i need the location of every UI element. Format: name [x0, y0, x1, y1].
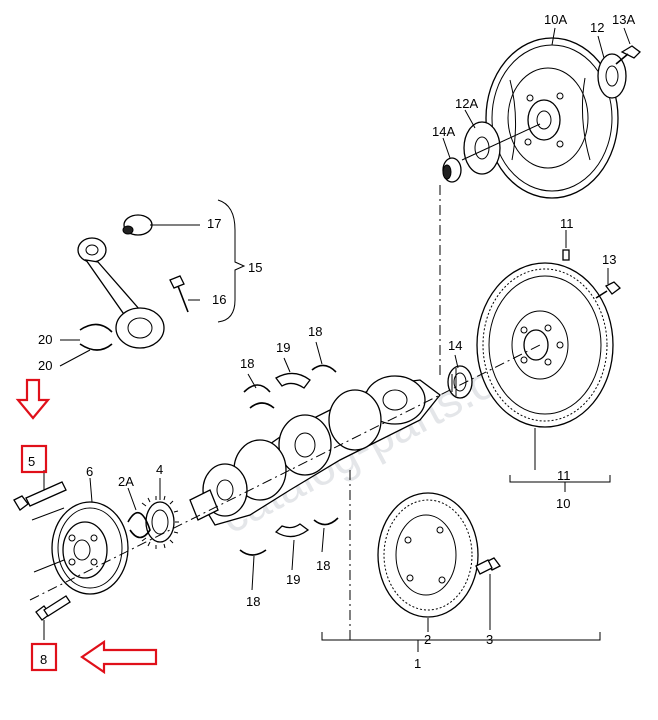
bush-17 — [122, 214, 153, 236]
label-19-bottom: 19 — [286, 572, 300, 587]
label-20-upper: 20 — [38, 332, 52, 347]
label-2a: 2A — [118, 474, 134, 489]
label-8: 8 — [40, 652, 47, 667]
label-19-top: 19 — [276, 340, 290, 355]
bearing-shell-19-upper — [275, 372, 311, 389]
arrow-left-icon — [80, 639, 158, 675]
label-12a: 12A — [455, 96, 478, 111]
label-18-bottom-right: 18 — [316, 558, 330, 573]
thrust-washer-18-c — [239, 549, 267, 556]
label-1: 1 — [414, 656, 421, 671]
part-labels: 10A 12 13A 12A 14A 17 11 15 13 16 20 20 … — [28, 12, 635, 671]
bolt-13 — [595, 281, 621, 299]
bush-14a — [442, 157, 462, 183]
label-16: 16 — [212, 292, 226, 307]
highlight-box-5 — [20, 444, 48, 474]
drive-plate-10a — [485, 37, 619, 199]
label-10: 10 — [556, 496, 570, 511]
bolt-3 — [475, 557, 501, 575]
label-11-bottom: 11 — [557, 468, 571, 483]
shim-12 — [597, 53, 627, 99]
arrow-down-icon — [15, 378, 51, 420]
thrust-washer-18-a2 — [249, 402, 275, 409]
label-18-bottom-left: 18 — [246, 594, 260, 609]
bracket-15 — [217, 199, 246, 323]
label-12: 12 — [590, 20, 604, 35]
label-4: 4 — [156, 462, 163, 477]
label-18-top-left: 18 — [240, 356, 254, 371]
crank-sprocket — [141, 495, 179, 549]
highlight-box-8 — [30, 642, 58, 672]
label-13a: 13A — [612, 12, 635, 27]
thrust-washer-18-a — [243, 384, 271, 393]
label-2: 2 — [424, 632, 431, 647]
bearing-shell-19-lower — [274, 523, 310, 538]
thrust-washer-18-b — [311, 364, 337, 373]
label-11-top: 11 — [560, 216, 574, 231]
flywheel-10 — [476, 262, 614, 428]
label-5: 5 — [28, 454, 35, 469]
connecting-rod-15 — [77, 237, 165, 349]
bearing-shell-20-upper — [79, 323, 113, 333]
label-6: 6 — [86, 464, 93, 479]
label-18-top-right: 18 — [308, 324, 322, 339]
bolt-13a — [615, 45, 641, 65]
label-13: 13 — [602, 252, 616, 267]
bolt-16 — [169, 275, 189, 313]
axis-centerline — [29, 344, 541, 601]
crankshaft-4 — [189, 375, 441, 526]
pulley-6 — [51, 501, 129, 595]
dowel-pin-11 — [562, 249, 570, 261]
label-17: 17 — [207, 216, 221, 231]
bracket-1 — [321, 632, 601, 641]
label-10a: 10A — [544, 12, 567, 27]
label-20-lower: 20 — [38, 358, 52, 373]
ring-gear-2 — [377, 492, 479, 618]
label-14a: 14A — [432, 124, 455, 139]
bolt-8 — [35, 595, 71, 621]
label-15: 15 — [248, 260, 262, 275]
thrust-washer-18-d — [313, 517, 339, 526]
shim-12a — [463, 121, 501, 175]
bracket-10 — [509, 475, 611, 483]
bolt-5 — [13, 481, 67, 511]
label-3: 3 — [486, 632, 493, 647]
needle-bearing-14 — [447, 365, 473, 399]
circlip-2a — [127, 512, 151, 539]
bearing-shell-20-lower — [79, 343, 113, 351]
leader-lines — [31, 27, 631, 640]
highlight-annotations — [15, 378, 158, 675]
label-14: 14 — [448, 338, 462, 353]
